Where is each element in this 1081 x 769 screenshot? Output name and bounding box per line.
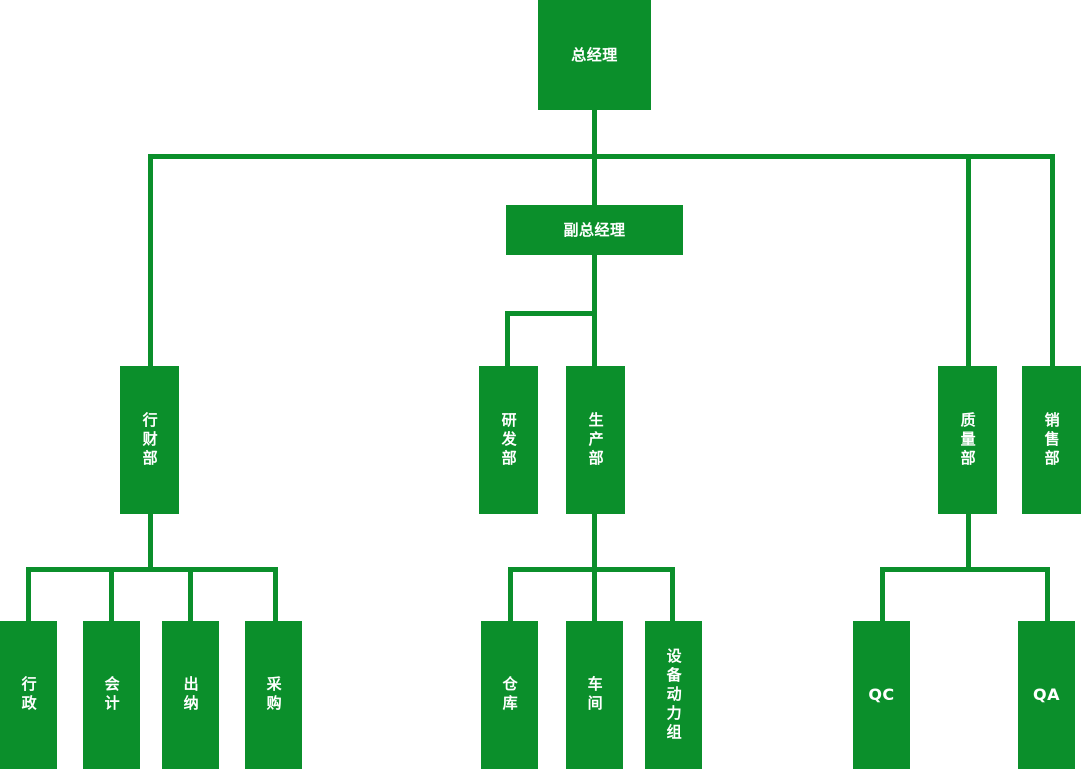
connector-drop-purchasing [273, 567, 278, 621]
connector-drop-equipment-power [670, 567, 675, 621]
connector-drop-qc [880, 567, 885, 621]
node-administration[interactable]: 行政 [0, 621, 57, 769]
node-accounting[interactable]: 会计 [83, 621, 140, 769]
connector-quality-bus [880, 567, 1050, 572]
node-cashier[interactable]: 出纳 [162, 621, 219, 769]
connector-drop-workshop [592, 567, 597, 621]
connector-drop-admin-finance [148, 154, 153, 366]
node-quality-dept[interactable]: 质量部 [938, 366, 997, 514]
connector-gm-stem [592, 110, 597, 158]
connector-drop-rd [505, 311, 510, 366]
node-qc[interactable]: QC [853, 621, 910, 769]
node-deputy-general-manager[interactable]: 副总经理 [506, 205, 683, 255]
node-purchasing[interactable]: 采购 [245, 621, 302, 769]
connector-admin-finance-stem [148, 514, 153, 571]
node-equipment-power-group[interactable]: 设备动力组 [645, 621, 702, 769]
connector-drop-accounting [109, 567, 114, 621]
connector-drop-quality [966, 154, 971, 366]
node-general-manager[interactable]: 总经理 [538, 0, 651, 110]
node-admin-finance-dept[interactable]: 行财部 [120, 366, 179, 514]
connector-drop-administration [26, 567, 31, 621]
connector-drop-warehouse [508, 567, 513, 621]
connector-drop-deputy [592, 154, 597, 205]
connector-drop-cashier [188, 567, 193, 621]
node-rd-dept[interactable]: 研发部 [479, 366, 538, 514]
connector-drop-sales [1050, 154, 1055, 366]
connector-deputy-bus [505, 311, 597, 316]
connector-production-bus [508, 567, 675, 572]
node-production-dept[interactable]: 生产部 [566, 366, 625, 514]
connector-quality-stem [966, 514, 971, 571]
connector-drop-qa [1045, 567, 1050, 621]
node-warehouse[interactable]: 仓库 [481, 621, 538, 769]
node-qa[interactable]: QA [1018, 621, 1075, 769]
node-workshop[interactable]: 车间 [566, 621, 623, 769]
connector-production-stem [592, 514, 597, 571]
node-sales-dept[interactable]: 销售部 [1022, 366, 1081, 514]
connector-admin-finance-bus [26, 567, 278, 572]
connector-deputy-stem [592, 255, 597, 366]
connector-main-bus [148, 154, 1055, 159]
